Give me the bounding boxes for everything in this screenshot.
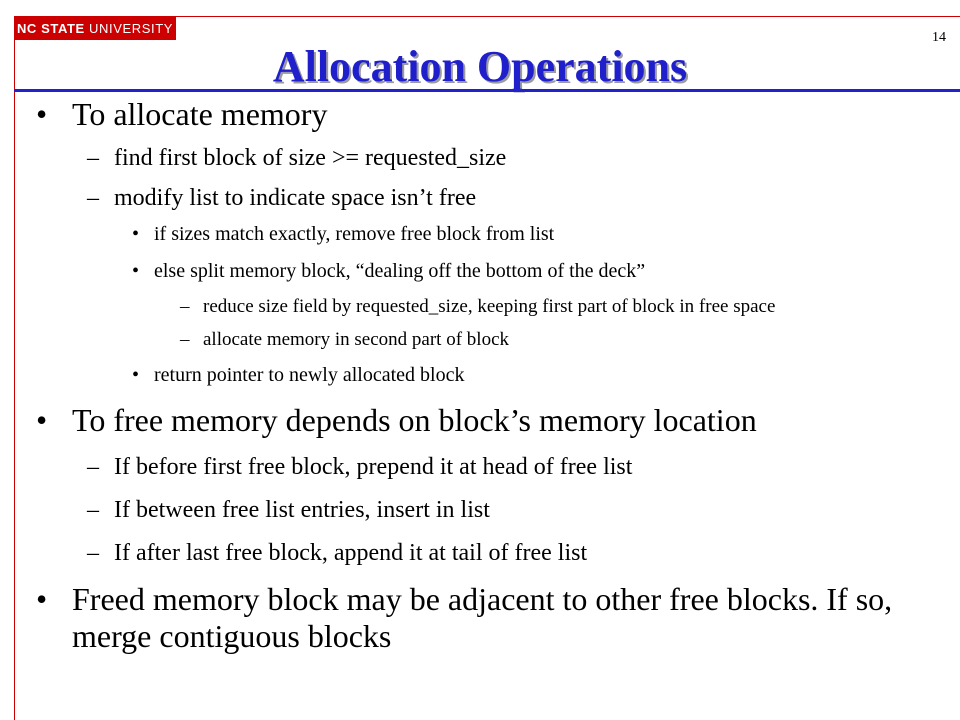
- bullet-text: Freed memory block may be adjacent to ot…: [72, 581, 893, 654]
- detail-item: –allocate memory in second part of block: [0, 318, 960, 351]
- bullet-item: • Freed memory block may be adjacent to o…: [0, 567, 960, 655]
- dash-marker: –: [87, 540, 99, 566]
- sub-text: If after last free block, append it at t…: [114, 540, 588, 566]
- logo-text: NC STATE UNIVERSITY: [17, 21, 173, 36]
- sub-item: –If after last free block, append it at …: [0, 524, 960, 567]
- sub-text: modify list to indicate space isn’t free: [114, 185, 477, 211]
- sub-sub-text: return pointer to newly allocated block: [154, 364, 465, 386]
- logo-rest-text: UNIVERSITY: [84, 20, 174, 36]
- dash-marker: –: [87, 145, 99, 171]
- bullet-marker: •: [36, 96, 48, 132]
- sub-sub-item: • if sizes match exactly, remove free blo…: [0, 212, 960, 246]
- detail-text: reduce size field by requested_size, kee…: [203, 296, 776, 317]
- sub-item: –If before first free block, prepend it …: [0, 439, 960, 481]
- top-rule: [176, 16, 960, 17]
- sub-sub-list: • if sizes match exactly, remove free blo…: [0, 212, 960, 387]
- bullet-item: •To allocate memory –find first block of…: [0, 92, 960, 387]
- detail-list: –reduce size field by requested_size, ke…: [0, 283, 960, 351]
- slide-title: Allocation Operations: [272, 42, 688, 91]
- bullet-marker: •: [36, 402, 48, 438]
- dash-marker: –: [180, 329, 190, 350]
- left-rule: [14, 40, 15, 720]
- sub-sub-text: if sizes match exactly, remove free bloc…: [154, 223, 555, 245]
- detail-text: allocate memory in second part of block: [203, 329, 510, 350]
- sub-list: –find first block of size >= requested_s…: [0, 133, 960, 387]
- dash-marker: –: [180, 296, 190, 317]
- sub-sub-item: • else split memory block, “dealing off t…: [0, 246, 960, 351]
- logo-bold-text: NC STATE: [16, 20, 85, 36]
- sub-item: –If between free list entries, insert in…: [0, 481, 960, 524]
- title-rule: [14, 89, 960, 92]
- bullet-list: •To allocate memory –find first block of…: [0, 92, 960, 655]
- dash-marker: –: [87, 185, 99, 211]
- sub-text: find first block of size >= requested_si…: [114, 145, 507, 171]
- bullet-marker: •: [132, 223, 140, 245]
- bullet-text: To allocate memory: [72, 96, 328, 132]
- sub-sub-text: else split memory block, “dealing off th…: [154, 260, 646, 282]
- dash-marker: –: [87, 497, 99, 523]
- slide-number: 14: [932, 30, 946, 45]
- bullet-marker: •: [132, 260, 140, 282]
- sub-item: –find first block of size >= requested_s…: [0, 133, 960, 172]
- detail-item: –reduce size field by requested_size, ke…: [0, 283, 960, 318]
- sub-sub-item: • return pointer to newly allocated block: [0, 351, 960, 387]
- bullet-marker: •: [36, 581, 48, 617]
- ncsu-logo: NC STATE UNIVERSITY: [14, 16, 176, 40]
- dash-marker: –: [87, 454, 99, 480]
- sub-text: If before first free block, prepend it a…: [114, 454, 633, 480]
- bullet-text: To free memory depends on block’s memory…: [72, 402, 757, 438]
- bullet-marker: •: [132, 364, 140, 386]
- sub-text: If between free list entries, insert in …: [114, 497, 490, 523]
- sub-item: –modify list to indicate space isn’t fre…: [0, 172, 960, 387]
- bullet-item: • To free memory depends on block’s memor…: [0, 387, 960, 567]
- sub-list: –If before first free block, prepend it …: [0, 439, 960, 567]
